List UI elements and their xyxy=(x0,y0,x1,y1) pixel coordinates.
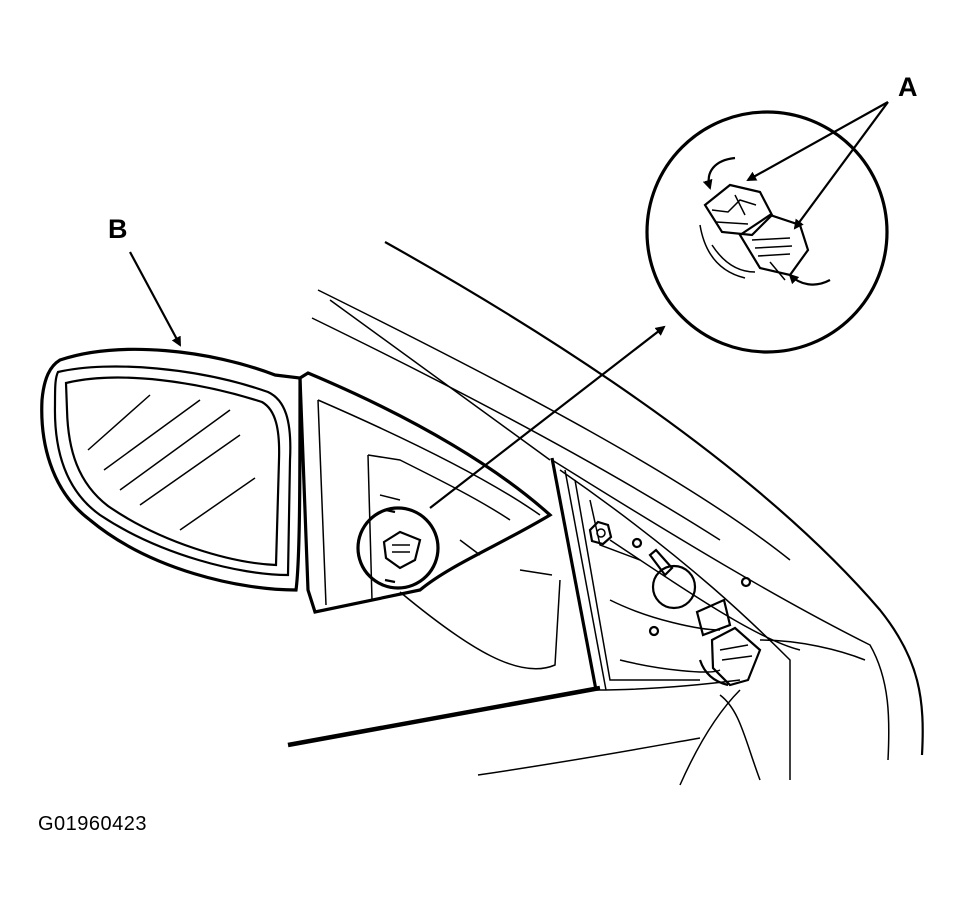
detail-ring-small xyxy=(356,506,440,590)
door-belt-line xyxy=(287,685,761,781)
callout-label-b: B xyxy=(108,214,128,244)
mirror-assembly xyxy=(40,347,553,614)
callout-label-a: A xyxy=(898,72,918,102)
figure-id: G01960423 xyxy=(38,813,148,835)
harness-connector xyxy=(679,626,762,786)
door-frame xyxy=(311,241,924,780)
detail-ring-magnified xyxy=(645,110,889,354)
leader-lines xyxy=(129,101,889,509)
door-inner-panel xyxy=(399,457,752,691)
